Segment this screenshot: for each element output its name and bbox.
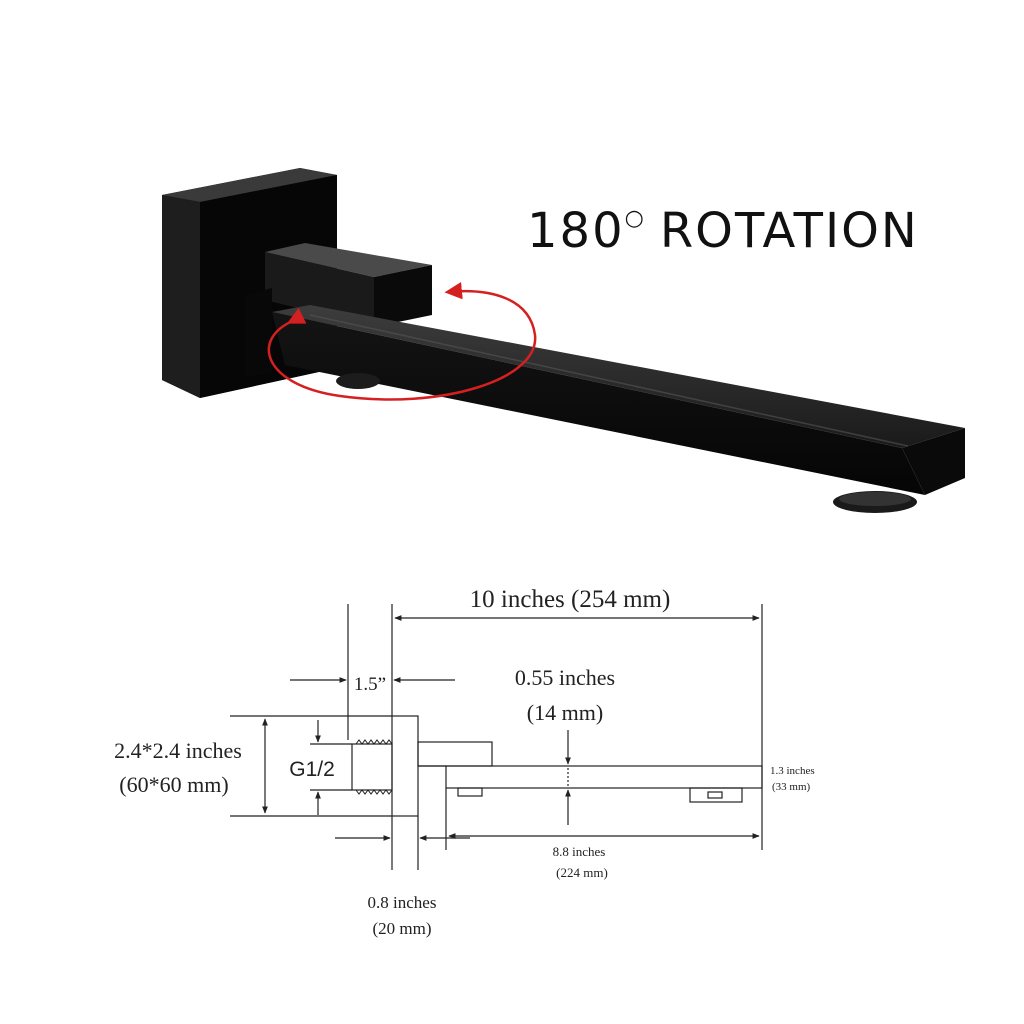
spout-height-mm-label: (14 mm) — [527, 700, 603, 725]
spout-length-label: 8.8 inches — [553, 844, 606, 859]
thread-label: G1/2 — [289, 758, 335, 781]
neck-profile — [417, 741, 493, 767]
rotation-degrees: 180 — [527, 203, 625, 259]
tub-spout-render — [162, 168, 965, 513]
flange-size-mm-label: (60*60 mm) — [119, 772, 228, 797]
spout-profile — [445, 765, 763, 789]
technical-drawing — [230, 604, 763, 870]
aerator-rear — [336, 373, 380, 389]
spout-depth-mm-label: (33 mm) — [772, 781, 811, 793]
spout-length-mm-label: (224 mm) — [556, 865, 608, 880]
spout-height-label: 0.55 inches — [515, 665, 615, 690]
rotation-arrow-start — [286, 307, 307, 324]
neck-width-label: 0.8 inches — [368, 893, 437, 912]
spout-arm — [272, 305, 965, 495]
thread-stem — [351, 743, 393, 791]
neck-block — [265, 243, 432, 327]
overall-length-label: 10 inches (254 mm) — [470, 586, 671, 613]
flange-profile — [391, 715, 419, 817]
headline: 180○ ROTATION — [527, 203, 919, 259]
rotation-arrow — [267, 281, 537, 401]
neck-width-mm-label: (20 mm) — [372, 919, 431, 938]
flange-thickness-label: 1.5” — [354, 674, 386, 695]
thread-teeth — [355, 739, 393, 795]
rotation-word: ROTATION — [660, 203, 919, 259]
spout-depth-label: 1.3 inches — [770, 765, 815, 777]
degree-symbol: ○ — [625, 206, 646, 231]
flange-size-label: 2.4*2.4 inches — [114, 738, 242, 763]
